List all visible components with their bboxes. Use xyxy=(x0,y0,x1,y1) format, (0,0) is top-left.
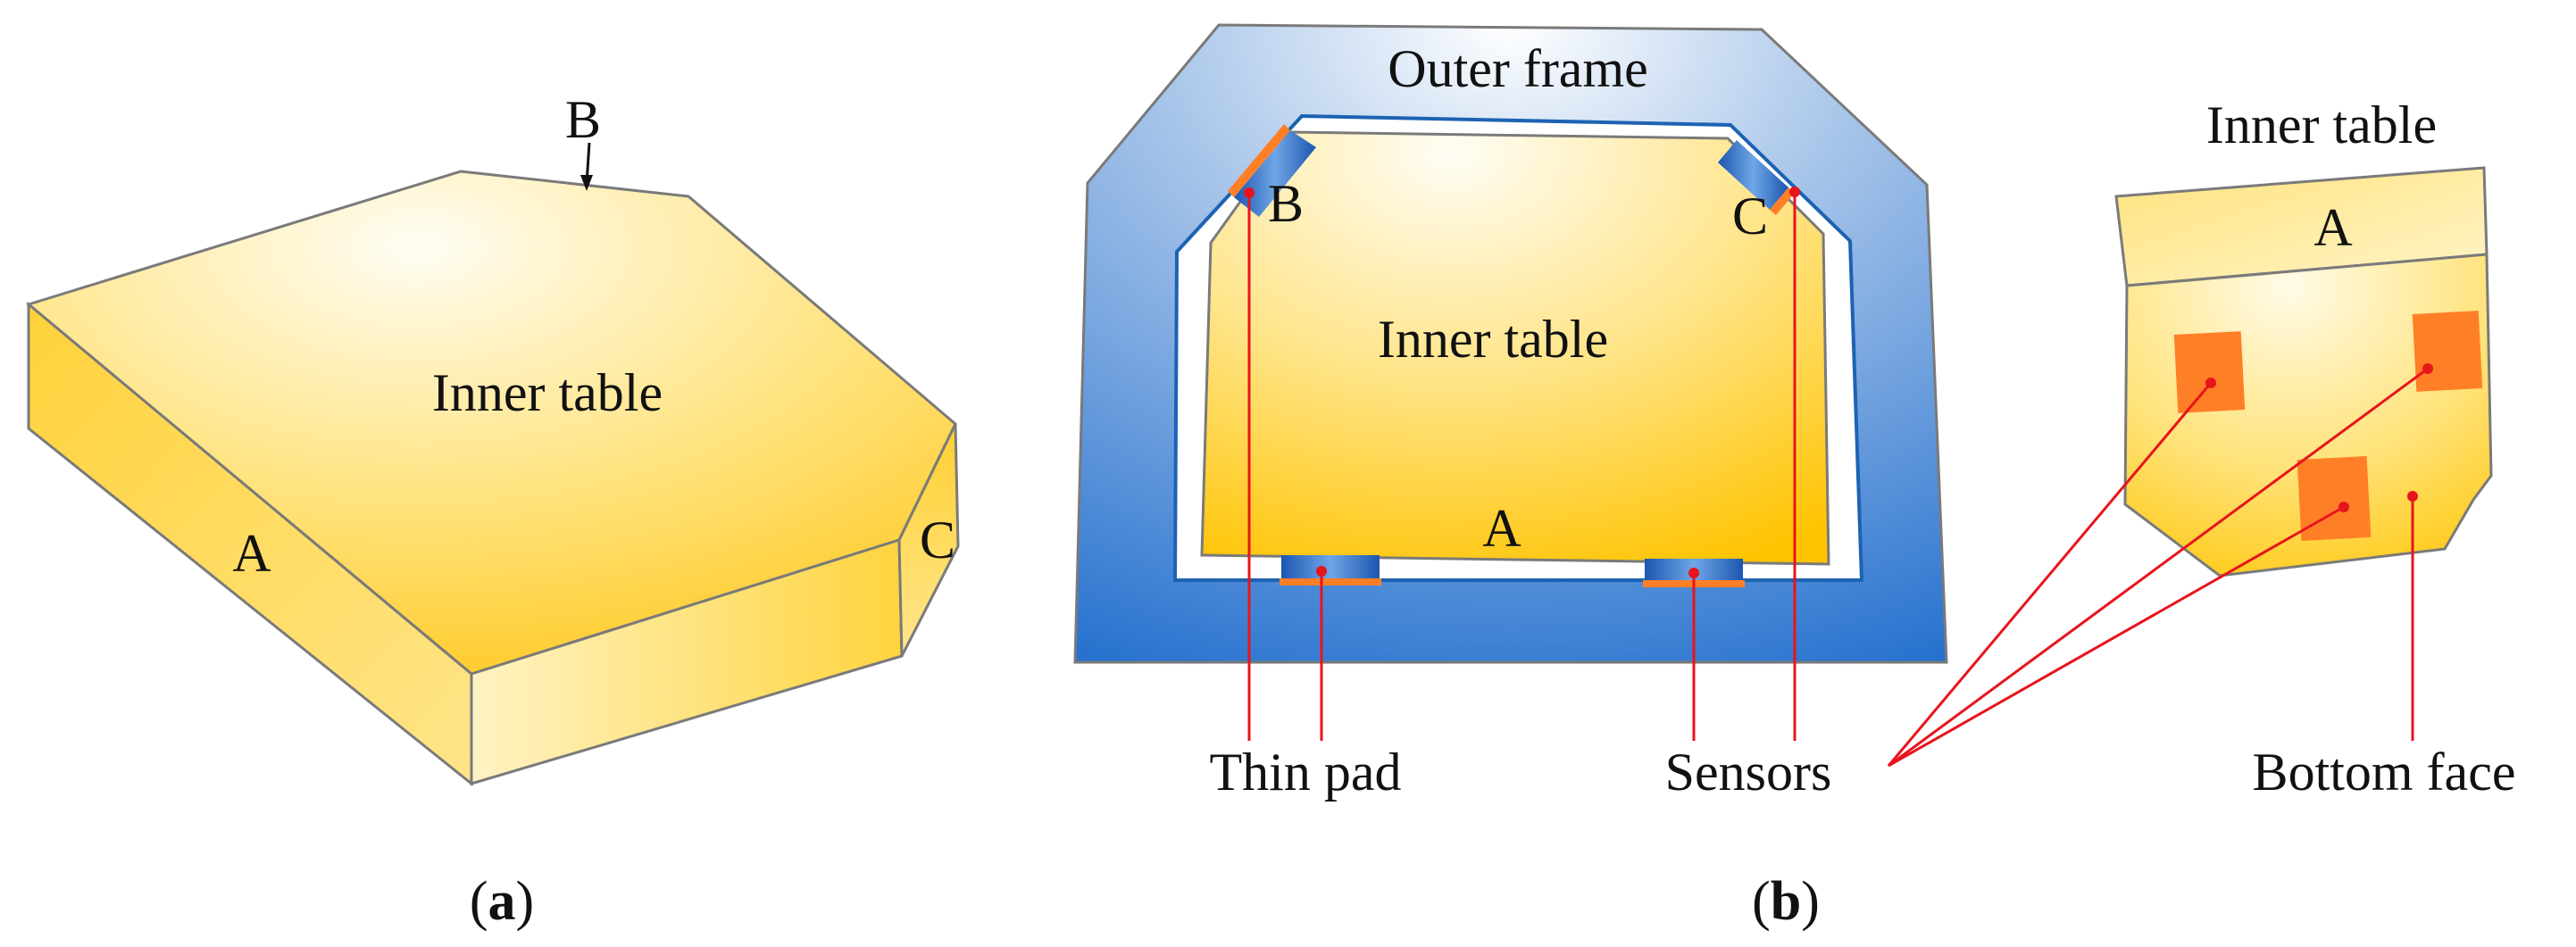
dot-sensor-1 xyxy=(1688,568,1699,578)
panel-b: Outer frame Inner table B C A Thin pad S… xyxy=(1073,23,1948,932)
label-b: B xyxy=(565,90,601,149)
leader-sensors-to-1 xyxy=(1887,382,2213,767)
panel-a: B Inner table A C (a) xyxy=(25,90,960,932)
bottom-sensor-2 xyxy=(2412,311,2483,392)
label-outer-frame: Outer frame xyxy=(1388,39,1648,98)
label-c-sensor: C xyxy=(1732,187,1768,245)
label-bottom-title: Inner table xyxy=(2206,96,2437,154)
dot-thin-pad-1 xyxy=(1244,187,1255,198)
b-pointer-arrowhead xyxy=(580,175,593,191)
dot-thin-pad-2 xyxy=(1316,566,1327,577)
sensor-bottom-left xyxy=(1280,555,1381,586)
label-a: A xyxy=(232,524,271,583)
bottom-sensor-3 xyxy=(2297,456,2372,541)
label-inner-table-b: Inner table xyxy=(1378,310,1608,369)
dot-sensor-2 xyxy=(1789,187,1800,197)
label-b-sensor: B xyxy=(1268,174,1304,233)
panel-bottom-view: Inner table A Bottom face xyxy=(1887,96,2516,802)
leader-sensors-to-2 xyxy=(1888,367,2429,768)
inner-table xyxy=(1200,130,1830,566)
table-side-c xyxy=(897,423,960,657)
frame-inner-outline xyxy=(1172,113,1864,582)
label-sensors: Sensors xyxy=(1665,743,1832,802)
leader-sensors-to-3 xyxy=(1888,505,2345,768)
bottom-sensor-1 xyxy=(2173,331,2246,413)
label-a-edge: A xyxy=(1482,499,1521,558)
label-thin-pad: Thin pad xyxy=(1210,743,1402,802)
sensor-corner-b xyxy=(1228,124,1316,217)
caption-b: (b) xyxy=(1752,871,1820,932)
label-bottom-a: A xyxy=(2313,198,2352,257)
label-bottom-face: Bottom face xyxy=(2253,743,2516,802)
sensor-corner-c xyxy=(1718,140,1795,215)
caption-a: (a) xyxy=(470,871,534,932)
label-inner-table: Inner table xyxy=(432,363,663,422)
label-c: C xyxy=(920,511,955,569)
